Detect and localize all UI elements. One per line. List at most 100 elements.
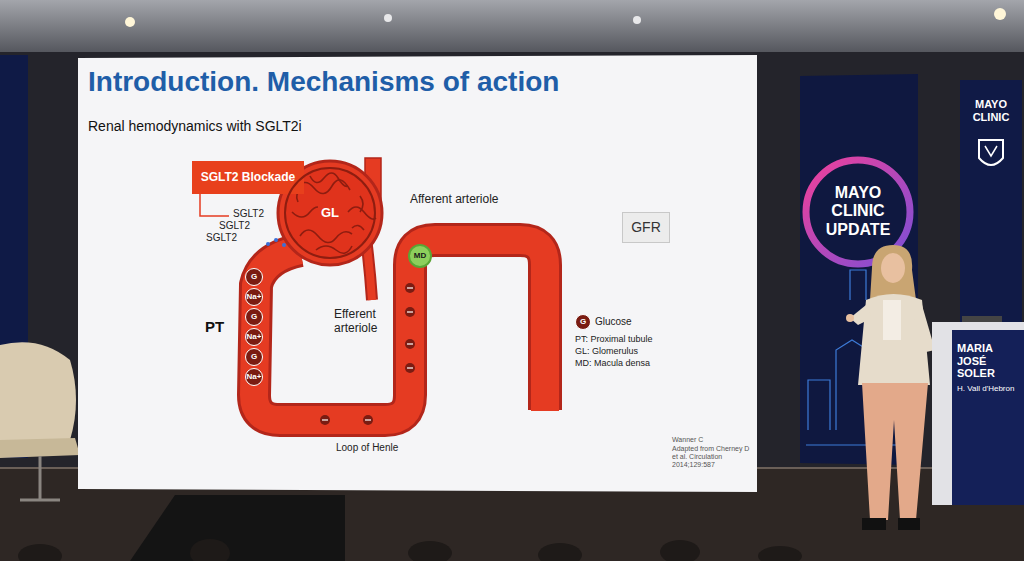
abbreviation-key: PT: Proximal tubule	[575, 334, 653, 344]
podium	[932, 322, 1024, 505]
node-label: MD	[414, 252, 426, 260]
audience-heads	[130, 495, 345, 561]
node-label: Na+	[247, 373, 262, 381]
transporter-label: SGLT2	[233, 208, 264, 220]
nephron-illustration	[352, 225, 364, 230]
node-label: GL	[318, 205, 342, 221]
audience-heads	[18, 495, 802, 561]
room-background	[384, 14, 392, 22]
sodium-symbol	[405, 339, 415, 349]
sodium-symbol	[405, 307, 415, 317]
nephron-illustration	[274, 238, 278, 242]
sodium-symbol	[320, 283, 415, 425]
room-background	[125, 17, 135, 27]
sodium-symbol	[322, 419, 328, 420]
slide-title: Introduction. Mechanisms of action	[88, 66, 559, 98]
speaker-figure	[850, 305, 872, 325]
speaker-figure	[883, 300, 901, 340]
legend-text: Glucose	[595, 317, 632, 328]
sodium-symbol	[407, 367, 413, 368]
glucose-sodium-marker: G	[245, 348, 263, 366]
event-banner	[850, 270, 866, 300]
node-label: Na+	[247, 293, 262, 301]
nephron-illustration	[316, 246, 352, 253]
room-background	[994, 8, 1006, 20]
sodium-symbol	[407, 343, 413, 344]
node-label: G	[251, 313, 257, 321]
macula-densa-circle: MD	[408, 244, 432, 268]
audience-heads	[18, 544, 62, 561]
nephron-illustration	[282, 243, 286, 247]
podium	[962, 316, 1002, 322]
audience-heads	[408, 541, 452, 561]
glucose-sodium-marker: G	[245, 268, 263, 286]
blockade-box: SGLT2 Blockade	[192, 161, 304, 194]
audience-heads	[538, 543, 582, 561]
part-label: Loop of Henle	[336, 442, 398, 454]
transporter-label: SGLT2	[219, 220, 250, 232]
sodium-symbol	[365, 419, 371, 420]
lounge-chair	[0, 342, 76, 445]
projection-slide	[78, 55, 757, 492]
slide-subtitle: Renal hemodynamics with SGLT2i	[88, 118, 302, 134]
glucose-sodium-marker: Na+	[245, 288, 264, 307]
banner-text: MAYO CLINIC UPDATE	[808, 184, 908, 239]
nephron-illustration	[292, 173, 376, 253]
speaker-figure	[881, 253, 905, 283]
sodium-symbol	[405, 283, 415, 293]
speaker-figure	[914, 305, 935, 352]
part-label: PT	[205, 318, 224, 335]
podium	[932, 316, 1024, 505]
transporter-label: SGLT2	[206, 232, 237, 244]
podium-text: H. Vall d'Hebron	[957, 384, 1019, 393]
logo-banner	[960, 80, 1022, 332]
audience-heads	[758, 546, 802, 561]
speaker-figure	[898, 518, 920, 530]
node-label: G	[251, 353, 257, 361]
lounge-chair	[0, 342, 80, 500]
node-label: Na+	[247, 333, 262, 341]
logo-banner	[960, 80, 1022, 332]
room-background	[0, 0, 1024, 52]
audience-heads	[190, 539, 230, 561]
citation-note: Wanner C	[672, 436, 703, 444]
nephron-illustration	[310, 173, 348, 186]
speaker-figure	[858, 294, 930, 385]
nephron-illustration	[300, 230, 352, 243]
audience-heads	[660, 540, 700, 561]
glucose-sodium-marker: Na+	[245, 328, 264, 347]
lounge-chair	[20, 499, 60, 502]
legend-glucose-marker: GGlucose	[575, 314, 591, 330]
nephron-illustration	[254, 240, 545, 420]
podium	[952, 330, 1024, 505]
nephron-illustration	[266, 242, 270, 246]
sodium-symbol	[363, 415, 373, 425]
projection-slide	[78, 55, 757, 492]
part-label: Afferent arteriole	[410, 193, 499, 207]
nephron-illustration	[296, 180, 350, 194]
node-label: G	[580, 318, 586, 326]
event-banner	[808, 380, 830, 430]
part-label: Efferent arteriole	[334, 308, 396, 336]
lounge-chair	[39, 456, 42, 500]
node-label: SGLT2 Blockade	[201, 171, 295, 184]
sodium-symbol	[407, 311, 413, 312]
citation-note: Adapted from Cherney D et al. Circulatio…	[672, 445, 754, 469]
node-label: G	[251, 273, 257, 281]
speaker-figure	[862, 518, 886, 530]
sodium-symbol	[320, 415, 330, 425]
nephron-illustration	[200, 194, 229, 216]
speaker-figure	[870, 245, 916, 300]
sodium-symbol	[407, 287, 413, 288]
glucose-sodium-marker: Na+	[245, 368, 264, 387]
glucose-sodium-marker: G	[245, 308, 263, 326]
speaker-figure	[846, 314, 854, 322]
lounge-chair	[0, 438, 80, 458]
banner-text: MAYO CLINIC	[962, 98, 1020, 123]
logo-banner	[979, 140, 1003, 165]
speaker-figure	[846, 245, 935, 530]
glomerulus-circle: GL	[284, 167, 376, 259]
